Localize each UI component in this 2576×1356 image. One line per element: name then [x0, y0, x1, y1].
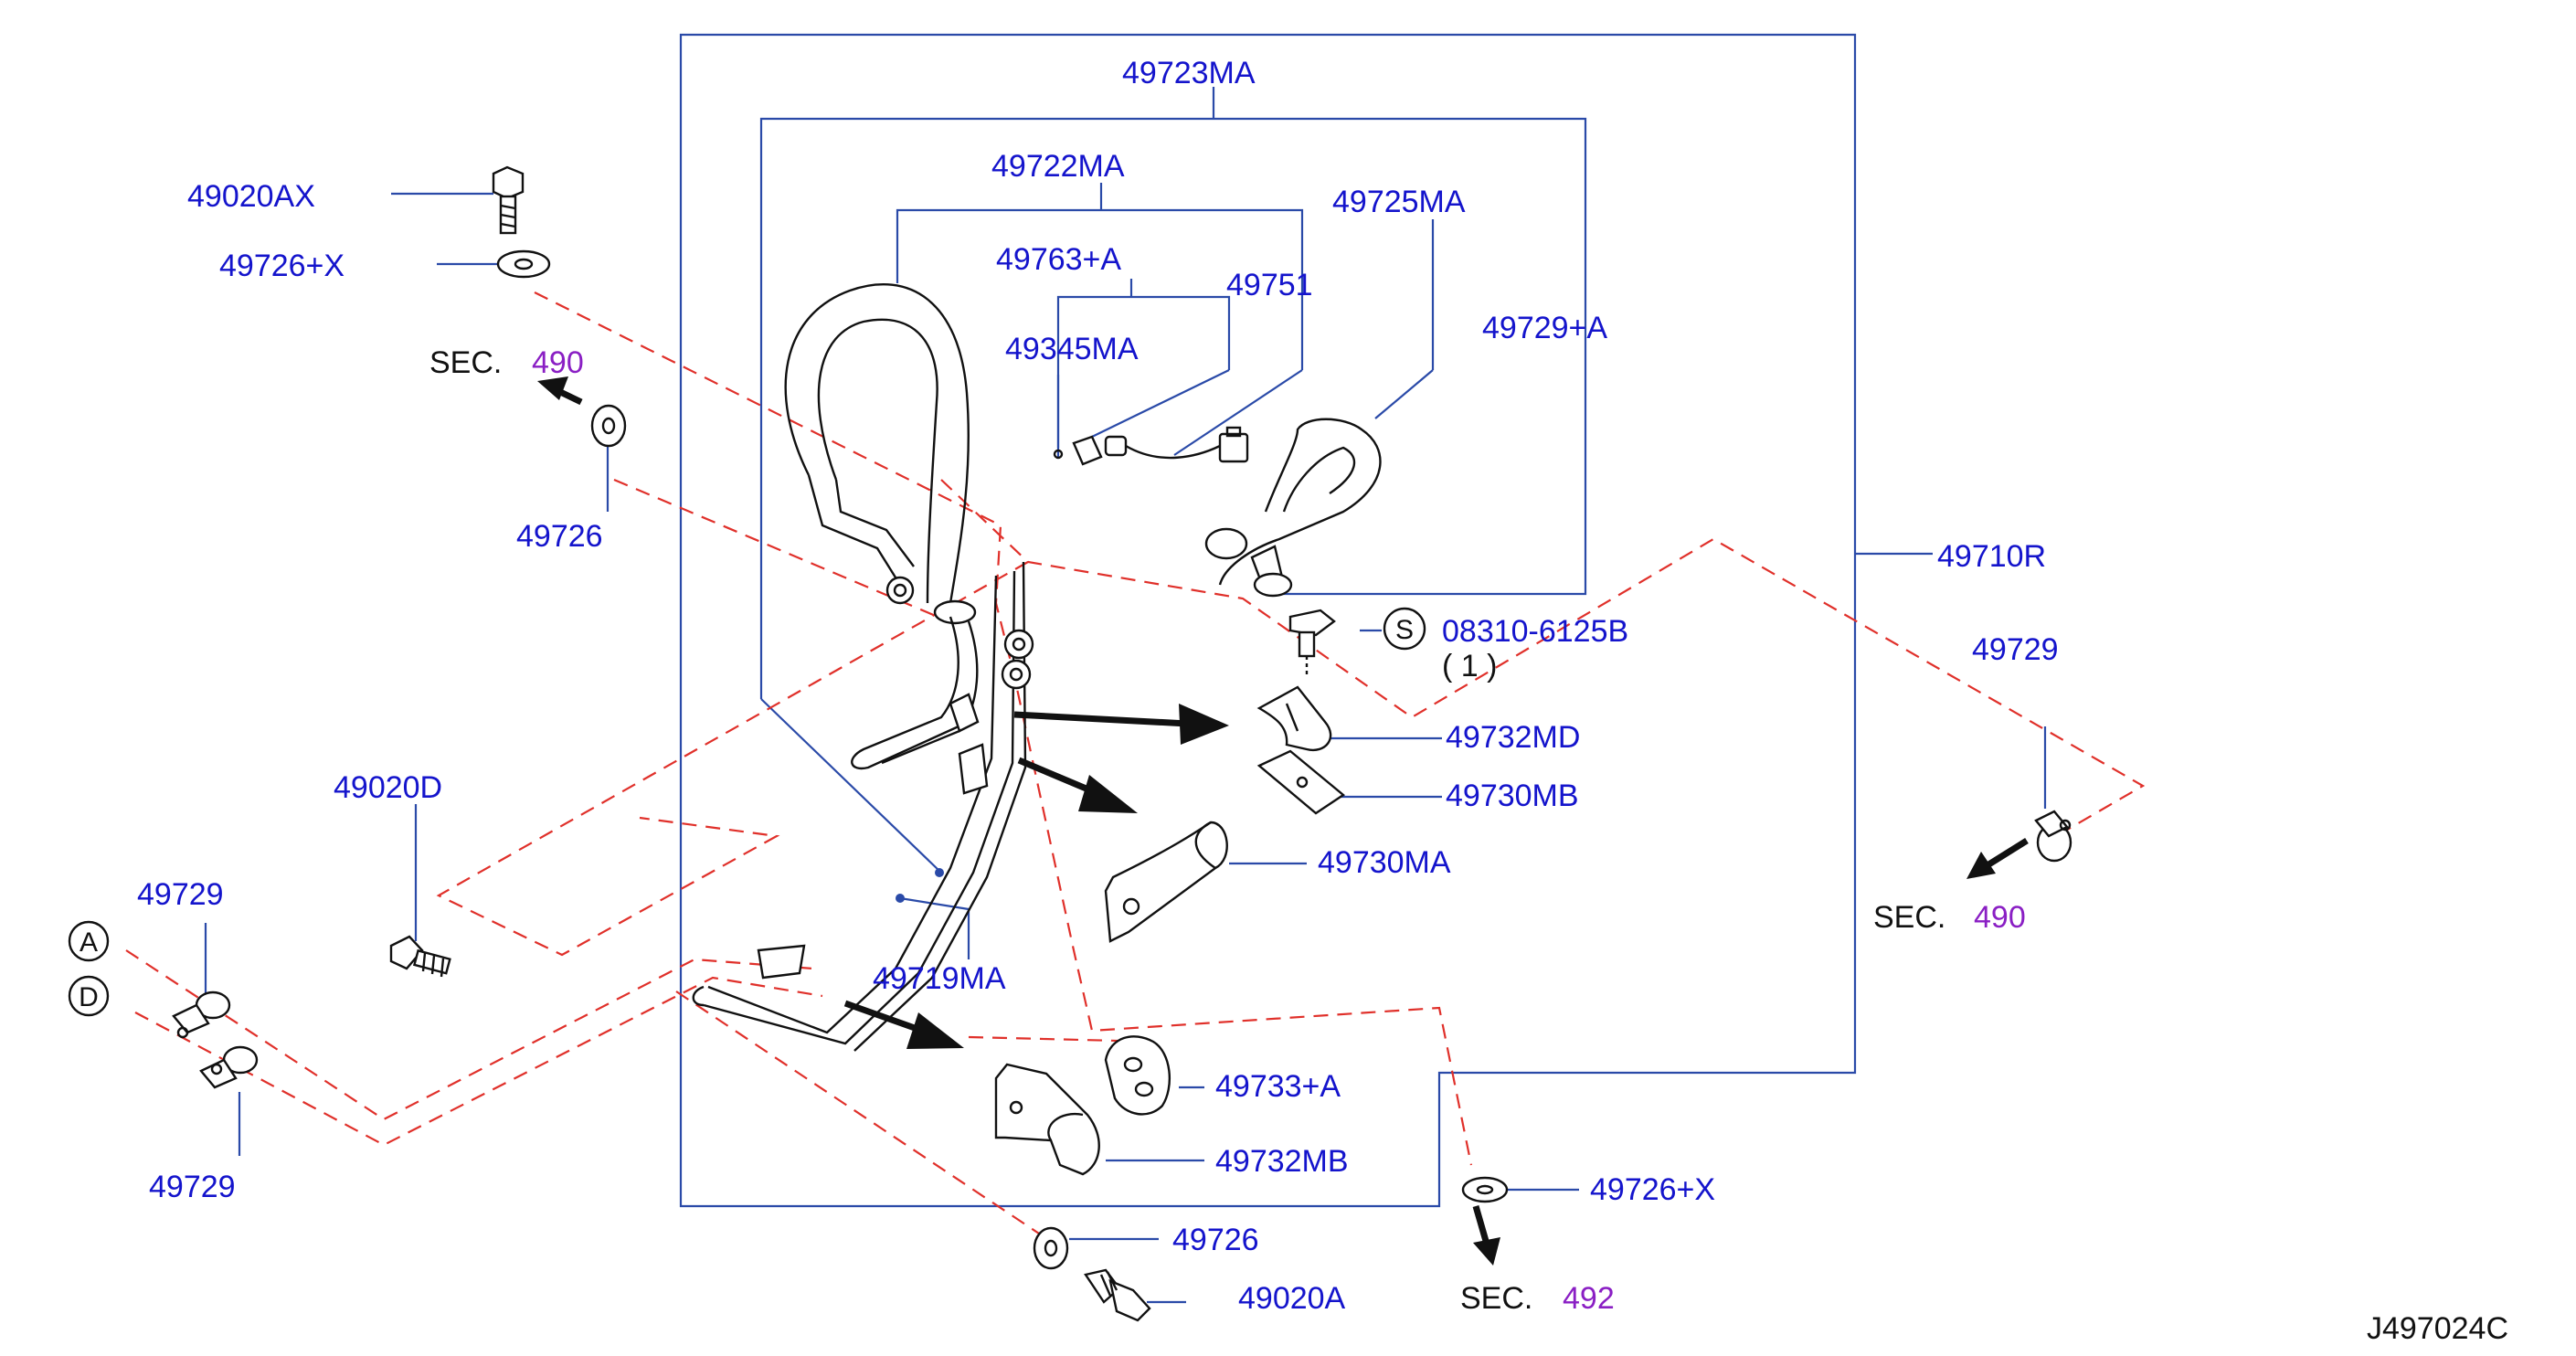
- hose-49722ma: [784, 283, 977, 625]
- hose-49725ma: [1204, 418, 1382, 598]
- label-49725ma: 49725MA: [1332, 185, 1466, 219]
- label-08310-6125b: 08310-6125B: [1442, 614, 1628, 649]
- label-49726-bottom: 49726: [1172, 1223, 1259, 1257]
- label-49020d: 49020D: [334, 770, 442, 805]
- clamp-right: [2034, 810, 2072, 863]
- sec-left-word: SEC.: [429, 345, 502, 380]
- washer-bottom-right: [1461, 1176, 1509, 1203]
- label-49732md: 49732MD: [1446, 720, 1580, 755]
- callout-labels: 49723MA 49722MA 49725MA 49763+A 49751 49…: [137, 56, 2059, 1316]
- label-49729-left-top: 49729: [137, 877, 224, 912]
- bolt-49020d: [389, 935, 451, 978]
- grommet-49733a: [1104, 1035, 1171, 1116]
- label-49719ma: 49719MA: [873, 961, 1006, 996]
- bolt-08310: [1288, 609, 1336, 676]
- washer-bottom: [1033, 1226, 1069, 1270]
- bolt-49020ax: [492, 165, 525, 235]
- clip-49730ma: [1104, 821, 1228, 943]
- label-08310-qty: ( 1 ): [1442, 649, 1497, 683]
- label-49763a: 49763+A: [996, 242, 1121, 277]
- bracket-49732mb: [994, 1063, 1100, 1176]
- washer-top: [496, 249, 551, 279]
- label-49751: 49751: [1226, 268, 1313, 302]
- clamp-left-top: [172, 991, 231, 1039]
- marker-a: A: [80, 927, 98, 958]
- label-49732mb: 49732MB: [1215, 1144, 1349, 1179]
- pipe-49719ma: [692, 561, 1034, 1052]
- clip-49732md: [1256, 685, 1332, 752]
- plate-49730mb: [1256, 749, 1346, 815]
- label-49729-left-bottom: 49729: [149, 1170, 236, 1204]
- connection-lines: [125, 291, 2146, 1236]
- parts: [172, 165, 2072, 1322]
- sec-left-num: 490: [532, 345, 584, 380]
- label-49345ma: 49345MA: [1005, 332, 1139, 366]
- diagram-code: J497024C: [2367, 1311, 2508, 1346]
- washer-left: [590, 404, 627, 448]
- markers: A D S: [68, 607, 1426, 1017]
- sec-right-num: 490: [1974, 900, 2026, 935]
- sensor-49345ma: [1053, 426, 1249, 466]
- section-references: SEC. 490 SEC. 490 SEC. 492: [429, 345, 2026, 1316]
- direction-arrows: [537, 376, 2029, 1266]
- leader-lines: [204, 33, 2047, 1304]
- marker-d: D: [79, 982, 99, 1012]
- label-49733a: 49733+A: [1215, 1069, 1341, 1104]
- label-49729-right: 49729: [1972, 632, 2059, 667]
- label-49726x-top: 49726+X: [219, 249, 345, 283]
- label-49726x-bottom: 49726+X: [1590, 1172, 1715, 1207]
- bolt-49020a: [1084, 1268, 1151, 1322]
- marker-s: S: [1395, 615, 1414, 645]
- label-49020a: 49020A: [1238, 1281, 1346, 1316]
- sec-right-word: SEC.: [1873, 900, 1945, 935]
- sec-bottom-num: 492: [1563, 1281, 1615, 1316]
- label-49730ma: 49730MA: [1318, 845, 1451, 880]
- label-49730mb: 49730MB: [1446, 779, 1579, 813]
- label-49020ax: 49020AX: [187, 179, 315, 214]
- label-49729a: 49729+A: [1482, 311, 1607, 345]
- label-49723ma: 49723MA: [1122, 56, 1256, 90]
- sec-bottom-word: SEC.: [1460, 1281, 1532, 1316]
- label-49722ma: 49722MA: [991, 149, 1125, 184]
- label-49726-left: 49726: [516, 519, 603, 554]
- clamp-left-bottom: [199, 1045, 259, 1089]
- label-49710r: 49710R: [1937, 539, 2046, 574]
